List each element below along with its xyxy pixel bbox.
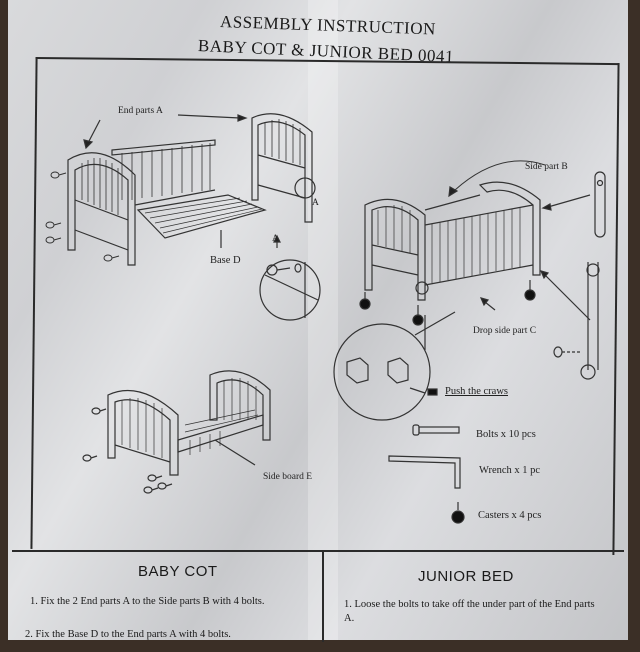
parts-item-casters: Casters x 4 pcs	[478, 510, 542, 521]
base-d-label: Base D	[210, 255, 241, 266]
marker-a-label-2: A	[272, 234, 279, 244]
drop-side-label: Drop side part C	[473, 326, 537, 336]
wrench-icon	[388, 455, 461, 489]
baby-cot-step-2: 2. Fix the Base D to the End parts A wit…	[25, 629, 231, 640]
junior-bed-step-1: 1. Loose the bolts to take off the under…	[344, 599, 595, 624]
push-craws-label: Push the craws	[445, 386, 508, 397]
detail-circle-a	[259, 259, 321, 321]
junior-bed-title: JUNIOR BED	[418, 568, 514, 585]
end-part-right-drawing	[251, 113, 316, 223]
bolt-parts-left	[45, 171, 120, 262]
assembled-cot-drawing	[364, 181, 541, 301]
parts-item-bolts: Bolts x 10 pcs	[476, 429, 536, 440]
side-part-label: Side part B	[525, 162, 568, 172]
baby-cot-title: BABY COT	[138, 563, 218, 580]
caster-icon	[451, 502, 465, 524]
baby-cot-step-1: 1. Fix the 2 End parts A to the Side par…	[30, 596, 265, 607]
instruction-sheet	[8, 0, 628, 640]
parts-item-wrench: Wrench x 1 pc	[479, 465, 541, 476]
marker-a-label: A	[312, 198, 319, 208]
base-d-drawing	[136, 194, 267, 239]
side-board-label: Side board E	[263, 472, 313, 482]
paper-fold	[308, 0, 338, 640]
cot-casters	[359, 280, 536, 326]
craw-detail-circle	[333, 311, 456, 421]
junior-bed-drawing	[82, 370, 271, 494]
side-hardware-drawing	[553, 171, 606, 380]
end-parts-label: End parts A	[118, 106, 163, 116]
bolt-icon	[412, 424, 460, 436]
instructions-box	[12, 550, 624, 652]
side-part-drawing	[111, 139, 216, 206]
end-part-left-drawing	[67, 152, 136, 266]
column-divider	[322, 552, 324, 642]
